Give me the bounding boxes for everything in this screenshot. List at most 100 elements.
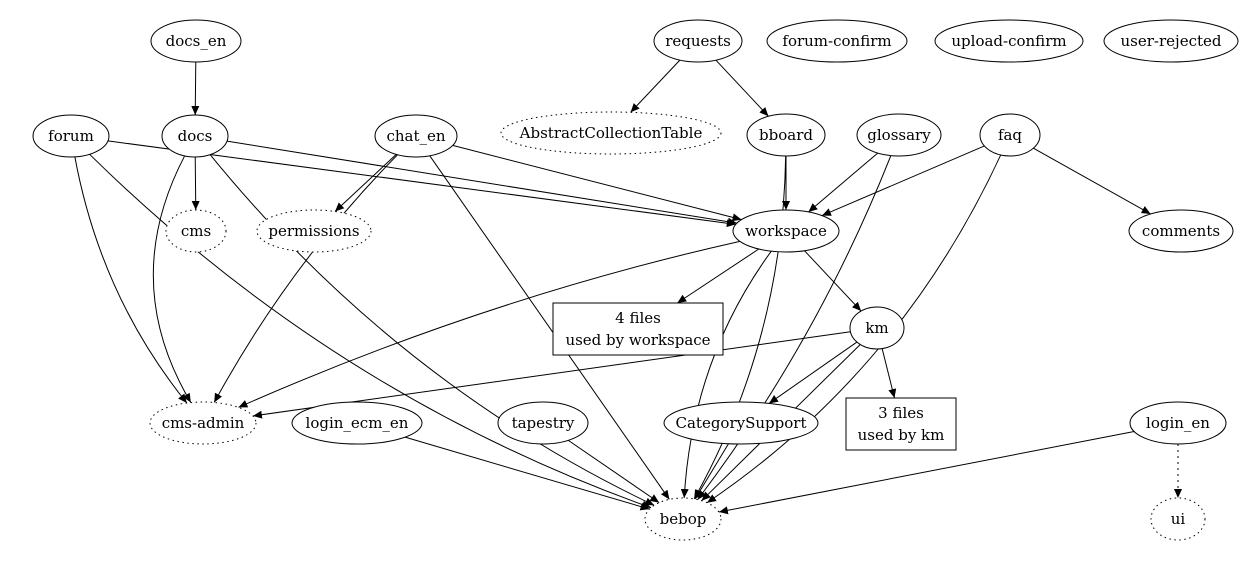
node-ui: ui: [1150, 497, 1206, 541]
node-shape-docs: [161, 114, 229, 158]
node-permissions: permissions: [256, 209, 372, 253]
node-label-tapestry: tapestry: [512, 414, 575, 432]
node-label-bebop: bebop: [660, 510, 707, 528]
node-category_support: CategorySupport: [663, 401, 819, 445]
edge-km-files_km: [881, 348, 897, 399]
edge-glossary-workspace: [808, 152, 879, 213]
node-shape-login_en: [1129, 401, 1227, 445]
edge-faq-bebop: [706, 154, 1002, 504]
edge-tapestry-bebop: [568, 439, 660, 504]
node-shape-category_support: [663, 401, 819, 445]
edge-forum-cms_admin: [74, 156, 188, 404]
node-files_km: 3 files used by km: [845, 397, 957, 451]
node-shape-user_rejected: [1103, 19, 1239, 63]
node-label-permissions: permissions: [268, 222, 359, 240]
node-shape-login_ecm_en: [291, 401, 423, 445]
edge-docs-bebop: [209, 154, 655, 506]
node-label-cms: cms: [181, 222, 211, 240]
edge-login_en-bebop: [718, 431, 1135, 515]
edge-docs-cms: [191, 156, 200, 211]
edge-chat_en-cms_admin: [213, 154, 398, 403]
edge-docs_en-docs: [191, 61, 200, 116]
edge-login_ecm_en-bebop: [404, 436, 650, 511]
node-docs: docs: [161, 114, 229, 158]
edge-workspace-cms_admin: [238, 240, 740, 408]
node-shape-bebop: [644, 497, 722, 541]
node-shape-forum_confirm: [766, 19, 908, 63]
node-shape-docs_en: [150, 19, 242, 63]
node-label-docs: docs: [178, 127, 213, 145]
node-label-chat_en: chat_en: [386, 127, 445, 145]
edge-forum-workspace: [107, 140, 736, 228]
node-forum_confirm: forum-confirm: [766, 19, 908, 63]
node-km: km: [849, 306, 905, 350]
edge-requests-abstract_collection_table: [630, 59, 681, 113]
node-shape-tapestry: [497, 401, 589, 445]
edge-bboard-bebop: [693, 155, 787, 500]
edge-workspace-km: [804, 250, 862, 312]
node-label-comments: comments: [1142, 222, 1220, 240]
node-user_rejected: user-rejected: [1103, 19, 1239, 63]
node-shape-cms_admin: [149, 401, 257, 445]
node-label-docs_en: docs_en: [166, 32, 227, 50]
node-shape-cms: [165, 209, 227, 253]
node-faq: faq: [979, 113, 1041, 157]
node-shape-km: [849, 306, 905, 350]
node-forum: forum: [32, 114, 110, 158]
node-shape-permissions: [256, 209, 372, 253]
node-label-km: km: [865, 319, 888, 337]
edge-chat_en-permissions: [334, 154, 397, 212]
node-comments: comments: [1128, 209, 1234, 253]
node-cms: cms: [165, 209, 227, 253]
edge-glossary-bebop: [697, 155, 892, 500]
node-label-abstract_collection_table: AbstractCollectionTable: [519, 124, 703, 142]
edge-chat_en-workspace: [452, 144, 742, 222]
node-shape-ui: [1150, 497, 1206, 541]
node-shape-chat_en: [374, 114, 458, 158]
edge-faq-comments: [1033, 147, 1151, 215]
node-shape-comments: [1128, 209, 1234, 253]
node-shape-forum: [32, 114, 110, 158]
node-label-glossary: glossary: [867, 126, 931, 144]
node-shape-upload_confirm: [934, 19, 1084, 63]
node-shape-workspace: [732, 209, 840, 253]
edge-workspace-files_workspace: [676, 248, 760, 304]
node-label-upload_confirm: upload-confirm: [951, 32, 1066, 50]
node-label-files_workspace-line2: used by workspace: [565, 331, 710, 349]
node-login_en: login_en: [1129, 401, 1227, 445]
node-tapestry: tapestry: [497, 401, 589, 445]
node-shape-files_workspace: [552, 302, 724, 356]
node-chat_en: chat_en: [374, 114, 458, 158]
edge-workspace-bebop: [680, 250, 772, 499]
node-bebop: bebop: [644, 497, 722, 541]
edge-faq-workspace: [821, 145, 985, 217]
node-label-requests: requests: [665, 32, 731, 50]
node-label-files_km-line1: 3 files: [878, 404, 924, 422]
node-label-forum_confirm: forum-confirm: [782, 32, 891, 50]
node-label-bboard: bboard: [759, 126, 813, 144]
node-abstract_collection_table: AbstractCollectionTable: [500, 111, 722, 155]
edge-docs-cms_admin: [152, 155, 192, 403]
edge-km-category_support: [768, 341, 858, 404]
node-label-login_ecm_en: login_ecm_en: [306, 414, 409, 432]
node-label-files_km-line2: used by km: [858, 426, 945, 444]
node-label-cms_admin: cms-admin: [162, 414, 245, 432]
node-label-faq: faq: [998, 126, 1022, 144]
edge-requests-bboard: [715, 59, 769, 117]
node-cms_admin: cms-admin: [149, 401, 257, 445]
edges-layer: [74, 59, 1182, 515]
node-workspace: workspace: [732, 209, 840, 253]
node-label-ui: ui: [1171, 510, 1186, 528]
node-login_ecm_en: login_ecm_en: [291, 401, 423, 445]
node-shape-faq: [979, 113, 1041, 157]
nodes-layer: docs_en requests forum-confirm upload-confi…: [32, 19, 1239, 541]
node-docs_en: docs_en: [150, 19, 242, 63]
node-upload_confirm: upload-confirm: [934, 19, 1084, 63]
node-shape-glossary: [856, 113, 942, 157]
node-glossary: glossary: [856, 113, 942, 157]
node-shape-bboard: [746, 113, 826, 157]
edge-docs-workspace: [226, 140, 737, 226]
